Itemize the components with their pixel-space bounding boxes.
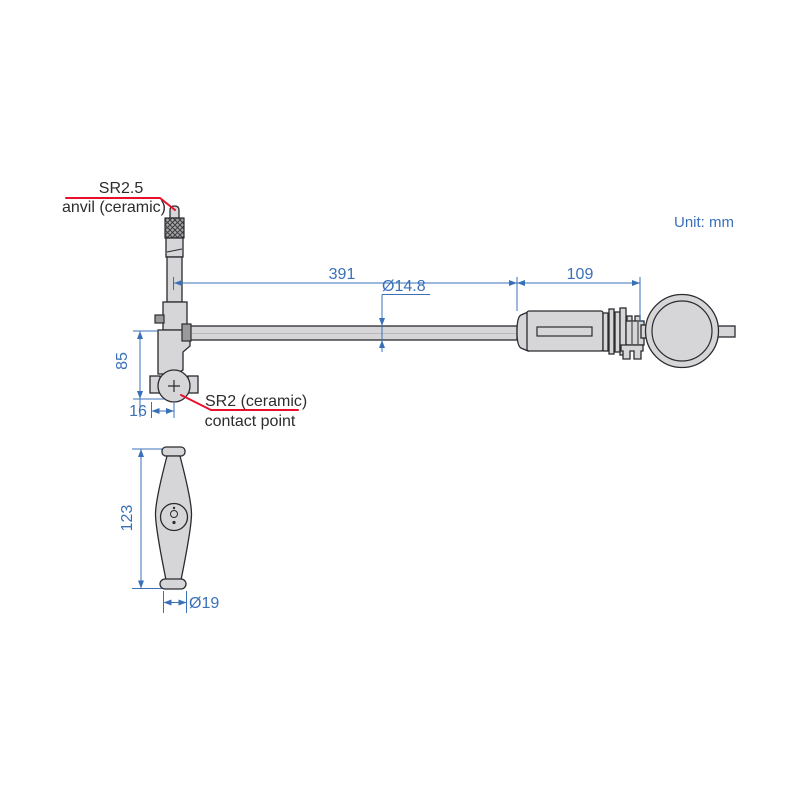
- anvil-callout-line1: SR2.5: [99, 180, 144, 197]
- anvil-collar: [165, 237, 184, 258]
- dim-rod-diameter: Ø14.8: [382, 278, 426, 295]
- contact-point-callout: SR2 (ceramic) contact point: [180, 393, 307, 430]
- handle-bottom-cap: [159, 578, 187, 590]
- anvil-callout-line2: anvil (ceramic): [62, 199, 166, 216]
- dial-indicator: [640, 293, 736, 369]
- anvil-knurled-ring: [164, 217, 185, 239]
- anvil-leader-line: [65, 197, 176, 211]
- upper-tube: [166, 256, 183, 303]
- dimension-rod-diameter: Ø14.8: [379, 278, 430, 352]
- anvil-callout: SR2.5 anvil (ceramic): [62, 180, 176, 216]
- contact-callout-line1: SR2 (ceramic): [205, 393, 307, 410]
- rod-clamp-collar: [181, 323, 192, 342]
- grip-assembly: [516, 307, 645, 360]
- handle-boss-hole: [170, 510, 178, 518]
- dial-bezel: [644, 293, 720, 369]
- dial-face: [651, 300, 713, 362]
- dimension-85: 85: [114, 330, 164, 417]
- dim-handle-end-diameter: Ø19: [189, 595, 219, 612]
- spare-handle: [154, 446, 193, 590]
- dimension-16: 16: [129, 402, 175, 420]
- handle-top-cap: [161, 446, 186, 457]
- contact-leader-line: [180, 394, 299, 411]
- unit-label: Unit: mm: [674, 214, 734, 231]
- dim-contact-offset: 16: [129, 403, 147, 420]
- wheel-screw-cross-icon: [168, 380, 180, 392]
- dim-head-height: 85: [114, 352, 131, 370]
- side-stub: [154, 314, 165, 324]
- dim-rod-length: 391: [329, 266, 356, 283]
- contact-callout-line2: contact point: [205, 413, 296, 430]
- measuring-rod: [189, 325, 518, 341]
- dimension-handle-diameter: Ø19: [163, 591, 219, 613]
- grip-slot: [536, 326, 593, 337]
- dim-grip-section: 109: [567, 266, 594, 283]
- dimension-391: 391: [173, 266, 517, 290]
- dial-stem: [716, 325, 736, 338]
- gauge-head-column: [149, 205, 199, 403]
- clamp-foot: [620, 344, 644, 360]
- grip-flare: [516, 311, 529, 352]
- dimension-123: 123: [119, 448, 162, 589]
- dim-handle-length: 123: [119, 505, 136, 532]
- dimension-109: 109: [516, 266, 641, 322]
